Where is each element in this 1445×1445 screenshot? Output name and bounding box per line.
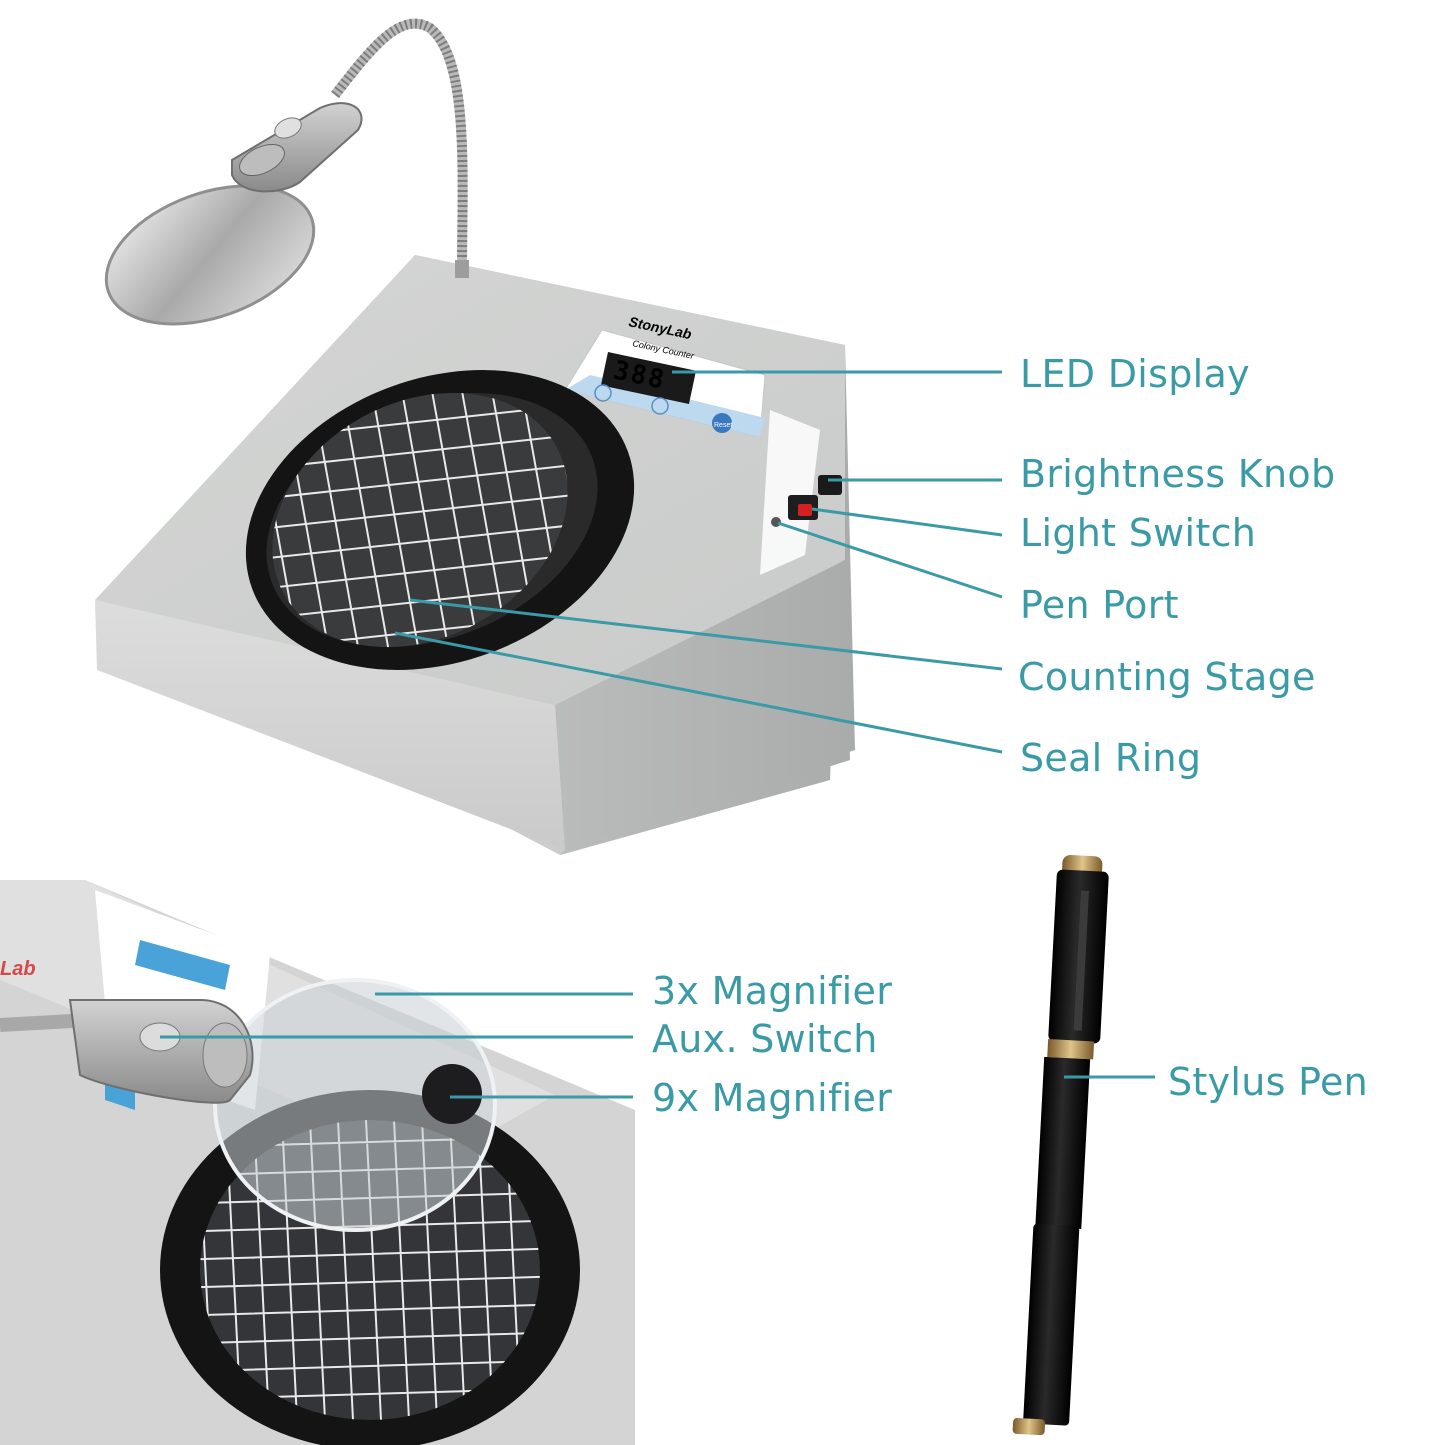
up-button[interactable] [594, 384, 612, 402]
callout-light-switch: Light Switch [1020, 511, 1257, 555]
brightness-knob[interactable] [818, 475, 842, 495]
lamp-switch-button[interactable] [272, 114, 305, 142]
led-display [600, 351, 697, 404]
closeup-photo: Lab [0, 880, 635, 1445]
callout-3x-magnifier: 3x Magnifier [652, 969, 893, 1013]
lamp-magnifier [104, 184, 316, 326]
reset-button[interactable] [712, 413, 732, 433]
leader-light-switch [811, 507, 1003, 537]
light-switch[interactable] [798, 504, 812, 516]
svg-text:Lab: Lab [0, 958, 36, 980]
leader-lines [160, 370, 1155, 1099]
9x-magnifier-lens [422, 1064, 482, 1124]
callout-counting-stage: Counting Stage [1018, 655, 1316, 699]
callout-9x-magnifier: 9x Magnifier [652, 1076, 893, 1120]
leader-seal-ring [394, 631, 1003, 754]
leader-pen-port [777, 521, 1003, 599]
down-button[interactable] [651, 397, 669, 415]
callout-brightness-knob: Brightness Knob [1020, 452, 1336, 496]
callout-aux-switch: Aux. Switch [652, 1017, 878, 1061]
gooseneck-lamp [104, 18, 469, 326]
stylus-pen [1012, 854, 1109, 1436]
callout-stylus-pen: Stylus Pen [1168, 1060, 1369, 1104]
reset-label: Reset [714, 422, 732, 429]
3x-magnifier-lens [213, 978, 497, 1232]
leader-counting-stage [409, 598, 1003, 671]
callout-led-display: LED Display [1020, 352, 1250, 396]
callout-seal-ring: Seal Ring [1020, 736, 1202, 780]
callout-pen-port: Pen Port [1020, 583, 1179, 627]
